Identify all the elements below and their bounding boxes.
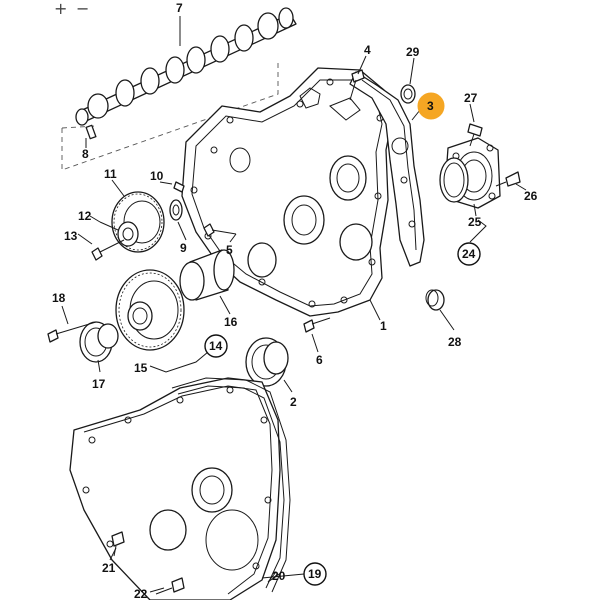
zoom-out-button[interactable]: − — [76, 0, 89, 18]
crankshaft-gear[interactable] — [115, 269, 185, 351]
callout-11[interactable]: 11 — [104, 167, 117, 181]
callout-14-ring[interactable]: 14 — [204, 334, 228, 358]
callout-16[interactable]: 16 — [224, 315, 238, 329]
callout-19-ring[interactable]: 19 — [303, 562, 327, 586]
callout-8[interactable]: 8 — [82, 147, 89, 161]
callout-3-highlight[interactable]: 3 — [417, 92, 445, 120]
bolt-6[interactable] — [303, 317, 331, 333]
callout-19[interactable]: 19 — [308, 567, 322, 581]
front-gasket[interactable] — [171, 377, 291, 593]
callout-24-ring[interactable]: 24 — [457, 242, 481, 266]
callout-2[interactable]: 2 — [290, 395, 297, 409]
front-seal[interactable] — [245, 337, 289, 387]
callout-29[interactable]: 29 — [406, 45, 420, 59]
callout-22[interactable]: 22 — [134, 587, 148, 600]
key-pin[interactable] — [85, 124, 97, 140]
zoom-in-button[interactable]: + — [54, 0, 67, 18]
callout-17[interactable]: 17 — [92, 377, 106, 391]
callout-25[interactable]: 25 — [468, 215, 482, 229]
callout-27[interactable]: 27 — [464, 91, 478, 105]
pin-10[interactable] — [173, 181, 185, 193]
callout-28[interactable]: 28 — [448, 335, 462, 349]
callout-10[interactable]: 10 — [150, 169, 164, 183]
bolt-5[interactable] — [203, 223, 237, 237]
callout-20[interactable]: 20 — [272, 569, 286, 583]
bolt-18[interactable] — [47, 321, 97, 343]
callout-24[interactable]: 24 — [462, 247, 476, 261]
bolt-26[interactable] — [495, 171, 521, 187]
callout-1[interactable]: 1 — [380, 319, 387, 333]
callout-21[interactable]: 21 — [102, 561, 116, 575]
callout-3[interactable]: 3 — [427, 99, 434, 113]
bolt-13[interactable] — [91, 239, 125, 261]
camshaft[interactable] — [75, 7, 297, 126]
hub[interactable] — [179, 249, 235, 301]
callout-5[interactable]: 5 — [226, 243, 233, 257]
bolt-27[interactable] — [467, 123, 483, 147]
callout-13[interactable]: 13 — [64, 229, 78, 243]
pin-12[interactable] — [99, 221, 119, 231]
timing-case[interactable] — [181, 67, 393, 317]
callout-9[interactable]: 9 — [180, 241, 187, 255]
gasket[interactable] — [349, 71, 425, 267]
idler-gear[interactable] — [111, 191, 165, 253]
callout-26[interactable]: 26 — [524, 189, 538, 203]
callout-18[interactable]: 18 — [52, 291, 66, 305]
thrust-washer[interactable] — [169, 199, 183, 221]
callout-12[interactable]: 12 — [78, 209, 92, 223]
callout-6[interactable]: 6 — [316, 353, 323, 367]
callout-14[interactable]: 14 — [209, 339, 223, 353]
plug[interactable] — [400, 84, 416, 104]
bolt-22[interactable] — [155, 577, 185, 595]
callout-15[interactable]: 15 — [134, 361, 148, 375]
plug-28[interactable] — [425, 289, 445, 311]
oil-seal-17[interactable] — [79, 321, 119, 363]
callout-7[interactable]: 7 — [176, 1, 183, 15]
callout-4[interactable]: 4 — [364, 43, 371, 57]
seal-ring[interactable] — [439, 157, 469, 203]
